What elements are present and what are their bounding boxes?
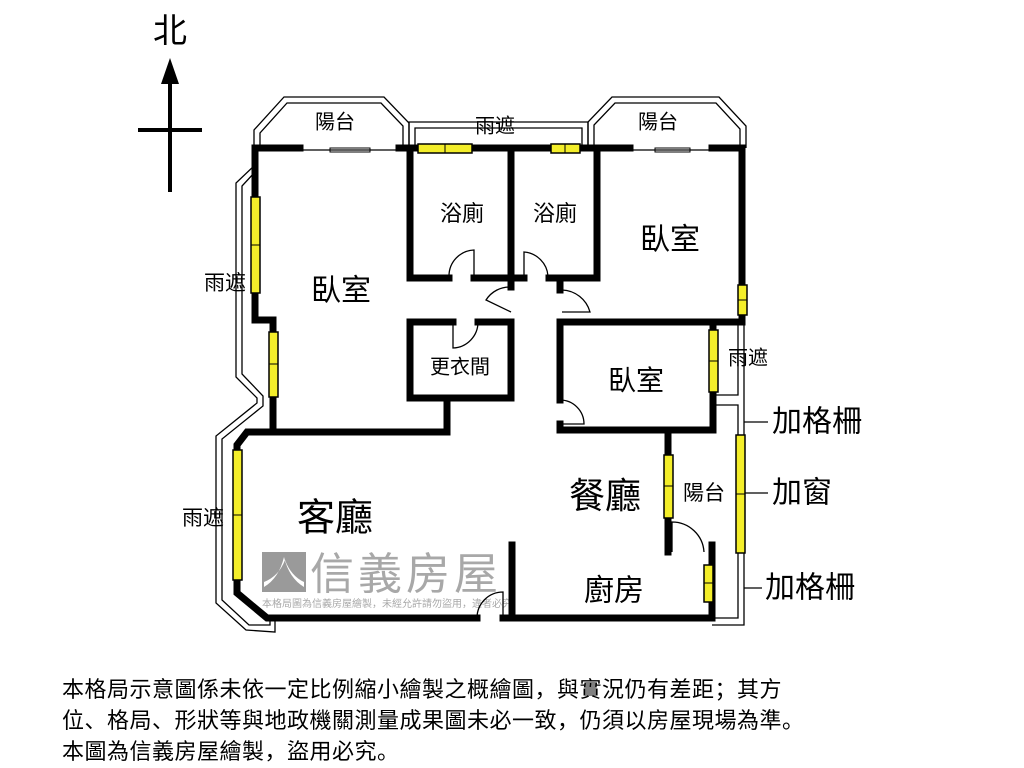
label-rain-cover-left-lower: 雨遮 [182, 506, 224, 530]
watermark-brand: 信義房屋 [310, 549, 498, 600]
brand-logo-mark-icon [264, 557, 304, 587]
label-living-room: 客廳 [297, 496, 373, 540]
label-walk-in-closet: 更衣間 [430, 355, 490, 379]
label-bedroom-top-right: 臥室 [640, 223, 700, 258]
windows [232, 143, 748, 603]
label-bedroom-middle: 臥室 [608, 364, 664, 397]
label-bedroom-left: 臥室 [311, 274, 371, 309]
room-labels: 陽台 雨遮 陽台 浴廁 浴廁 臥室 臥室 雨遮 更衣間 臥室 雨遮 客廳 餐廳 … [182, 110, 768, 609]
label-bathroom-1: 浴廁 [440, 202, 484, 227]
label-rain-cover-left-upper: 雨遮 [204, 271, 246, 295]
disclaimer-line-2: 位、格局、形狀等與地政機關測量成果圖未必一致，仍須以房屋現場為準。 [62, 709, 805, 734]
label-balcony-top-left: 陽台 [315, 110, 355, 134]
label-rain-cover-top: 雨遮 [475, 114, 515, 138]
disclaimer-line-3: 本圖為信義房屋繪製，盜用必究。 [62, 740, 400, 765]
walls [233, 144, 746, 622]
watermark-notice: 本格局圖為信義房屋繪製，未經允許請勿盜用，違者必究 [262, 597, 512, 610]
label-balcony-right: 陽台 [683, 481, 725, 505]
annotations: 加格柵 加窗 加格柵 [765, 405, 862, 606]
north-arrow-icon [138, 58, 202, 192]
door-swings [448, 249, 705, 619]
disclaimer-line-1: 本格局示意圖係未依一定比例縮小繪製之概繪圖，與實況仍有差距；其方 [62, 678, 783, 703]
label-dining-room: 餐廳 [569, 476, 641, 517]
annotation-added-window: 加窗 [772, 476, 832, 511]
north-label: 北 [153, 12, 187, 52]
label-rain-cover-right: 雨遮 [728, 346, 768, 370]
watermark: 信義房屋 本格局圖為信義房屋繪製，未經允許請勿盜用，違者必究 [262, 549, 512, 610]
sliding-doors [300, 147, 712, 153]
annotation-grille-lower: 加格柵 [765, 571, 855, 606]
label-bathroom-2: 浴廁 [533, 202, 577, 227]
annotation-grille-upper: 加格柵 [772, 405, 862, 440]
label-balcony-top-right: 陽台 [638, 110, 678, 134]
balcony-outlines [215, 96, 768, 633]
label-kitchen: 廚房 [584, 574, 644, 609]
